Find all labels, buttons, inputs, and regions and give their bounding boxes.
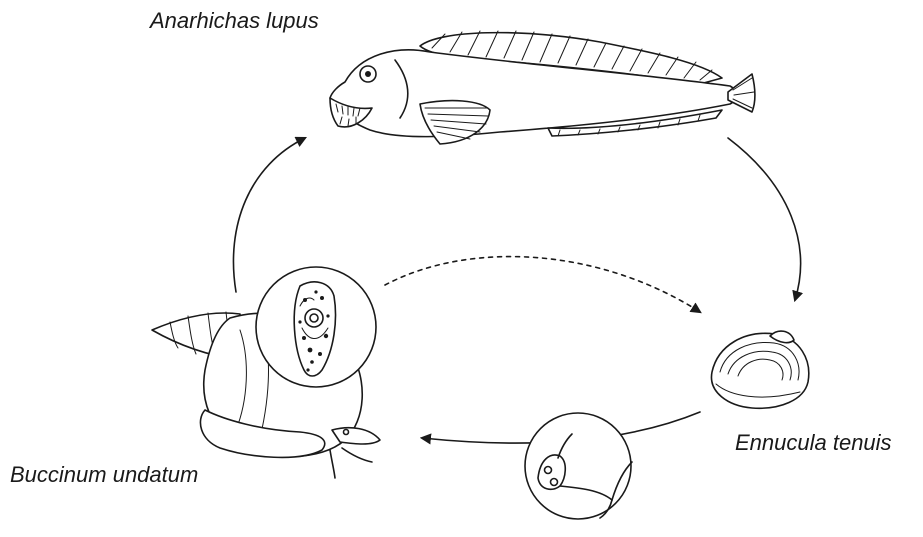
cercaria-inset — [525, 413, 632, 519]
arrow-whelk-to-bivalve-dotted — [385, 257, 700, 312]
label-ennucula-tenuis: Ennucula tenuis — [735, 430, 892, 456]
label-buccinum-undatum: Buccinum undatum — [10, 462, 198, 488]
redia-inset — [256, 267, 376, 387]
wolffish-illustration — [330, 31, 755, 144]
arrow-fish-to-bivalve — [728, 138, 801, 300]
arrow-whelk-to-fish — [233, 138, 305, 292]
bivalve-illustration — [711, 331, 808, 408]
label-anarhichas-lupus: Anarhichas lupus — [150, 8, 319, 34]
